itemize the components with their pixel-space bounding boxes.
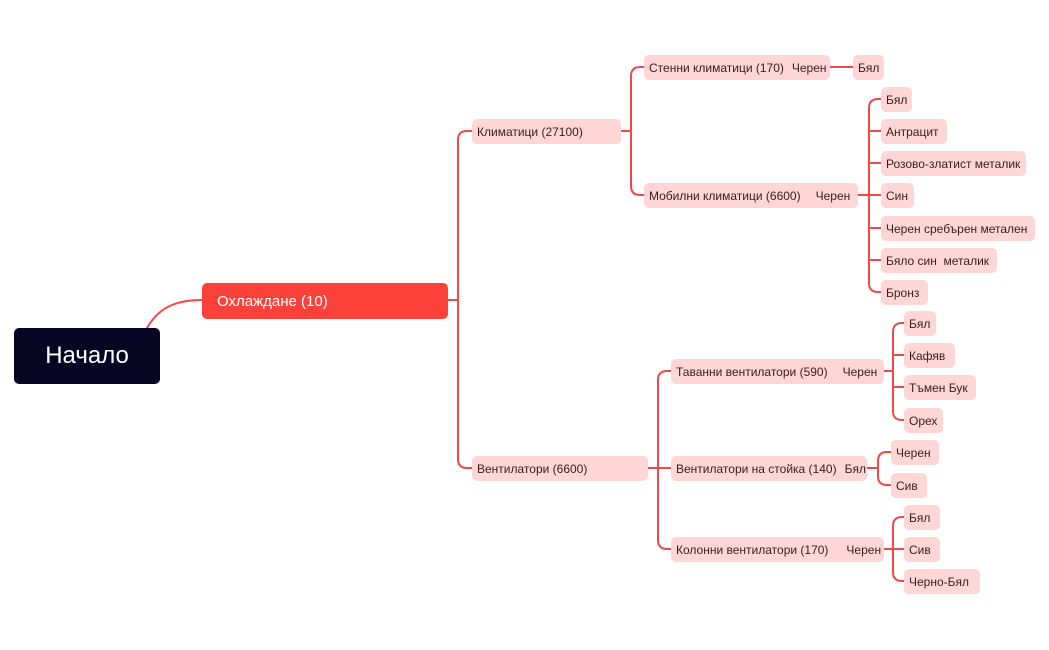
- option-node[interactable]: Бял: [881, 87, 912, 112]
- root-node[interactable]: Начало: [14, 328, 160, 384]
- item-node-tower-fans[interactable]: Колонни вентилатори (170) Черен: [671, 537, 884, 562]
- option-node[interactable]: Сив: [891, 473, 927, 498]
- item-label: Вентилатори на стойка (140): [676, 461, 837, 476]
- option-node[interactable]: Черно-Бял: [904, 569, 980, 594]
- main-branch-node[interactable]: Охлаждане (10): [202, 283, 448, 319]
- item-label: Колонни вентилатори (170): [676, 542, 829, 557]
- option-node[interactable]: Бяло син металик: [881, 248, 997, 273]
- option-node[interactable]: Сив: [904, 537, 940, 562]
- option-node[interactable]: Бял: [853, 55, 884, 80]
- option-node[interactable]: Черен сребърен метален: [881, 216, 1035, 241]
- item-tag: Бял: [844, 461, 866, 476]
- group-node-fans[interactable]: Вентилатори (6600): [472, 456, 648, 481]
- item-node-stand-fans[interactable]: Вентилатори на стойка (140) Бял: [671, 456, 867, 481]
- option-node[interactable]: Тъмен Бук: [904, 375, 976, 400]
- option-node[interactable]: Антрацит: [881, 119, 947, 144]
- item-tag: Черен: [846, 542, 882, 557]
- option-node[interactable]: Бял: [904, 505, 940, 530]
- option-node[interactable]: Бял: [904, 311, 936, 336]
- option-node[interactable]: Розово-златист металик: [881, 151, 1026, 176]
- group-node-air-conditioners[interactable]: Климатици (27100): [472, 119, 621, 144]
- option-node[interactable]: Син: [881, 183, 914, 208]
- item-node-wall-ac[interactable]: Стенни климатици (170) Черен: [644, 55, 830, 80]
- item-label: Стенни климатици (170): [649, 60, 784, 75]
- option-node[interactable]: Орех: [904, 408, 943, 433]
- item-node-mobile-ac[interactable]: Мобилни климатици (6600) Черен: [644, 183, 858, 208]
- item-label: Мобилни климатици (6600): [649, 188, 801, 203]
- item-node-ceiling-fans[interactable]: Таванни вентилатори (590) Черен: [671, 359, 884, 384]
- item-tag: Черен: [791, 60, 827, 75]
- option-node[interactable]: Бронз: [881, 280, 928, 305]
- item-tag: Черен: [815, 188, 851, 203]
- item-tag: Черен: [842, 364, 878, 379]
- option-node[interactable]: Черен: [891, 440, 939, 465]
- option-node[interactable]: Кафяв: [904, 343, 955, 368]
- item-label: Таванни вентилатори (590): [676, 364, 828, 379]
